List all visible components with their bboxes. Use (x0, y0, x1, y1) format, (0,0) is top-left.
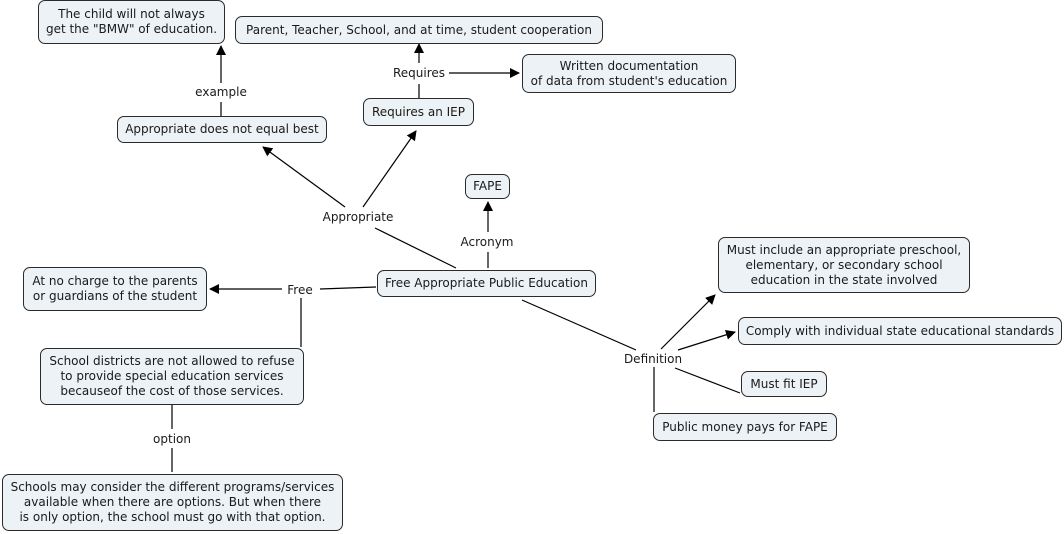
edge-root-free (319, 286, 377, 290)
concept-node-bmw[interactable]: The child will not always get the "BMW" … (38, 0, 225, 44)
edge-appropriate-iep (362, 130, 417, 208)
link-label-appropriate[interactable]: Appropriate (320, 210, 396, 224)
edge-appropriate-best (262, 146, 346, 208)
concept-node-public-money[interactable]: Public money pays for FAPE (653, 413, 837, 441)
concept-node-fape-acronym[interactable]: FAPE (465, 174, 510, 199)
edge-definition-comply (677, 329, 736, 351)
edge-definition-preschool (660, 294, 716, 350)
concept-node-comply-standards[interactable]: Comply with individual state educational… (738, 317, 1062, 345)
link-label-free[interactable]: Free (285, 283, 315, 297)
edge-definition-fitiep (674, 367, 741, 394)
concept-node-preschool[interactable]: Must include an appropriate preschool, e… (718, 237, 970, 293)
concept-node-cooperation[interactable]: Parent, Teacher, School, and at time, st… (235, 16, 603, 44)
concept-node-no-refuse[interactable]: School districts are not allowed to refu… (40, 348, 304, 405)
edge-root-definition (521, 299, 637, 351)
concept-node-options[interactable]: Schools may consider the different progr… (2, 474, 343, 531)
link-label-example[interactable]: example (193, 85, 249, 99)
link-label-definition[interactable]: Definition (621, 352, 685, 366)
link-label-acronym[interactable]: Acronym (458, 235, 516, 249)
concept-node-no-charge[interactable]: At no charge to the parents or guardians… (23, 267, 207, 311)
concept-node-appropriate-not-best[interactable]: Appropriate does not equal best (117, 116, 327, 143)
concept-node-requires-iep[interactable]: Requires an IEP (363, 98, 474, 126)
link-label-option[interactable]: option (151, 432, 193, 446)
concept-node-written-documentation[interactable]: Written documentation of data from stude… (522, 54, 736, 93)
edge-root-appropriate (374, 227, 457, 269)
concept-node-fape-full[interactable]: Free Appropriate Public Education (377, 270, 596, 297)
link-label-requires[interactable]: Requires (390, 66, 448, 80)
concept-node-must-fit-iep[interactable]: Must fit IEP (741, 371, 827, 397)
